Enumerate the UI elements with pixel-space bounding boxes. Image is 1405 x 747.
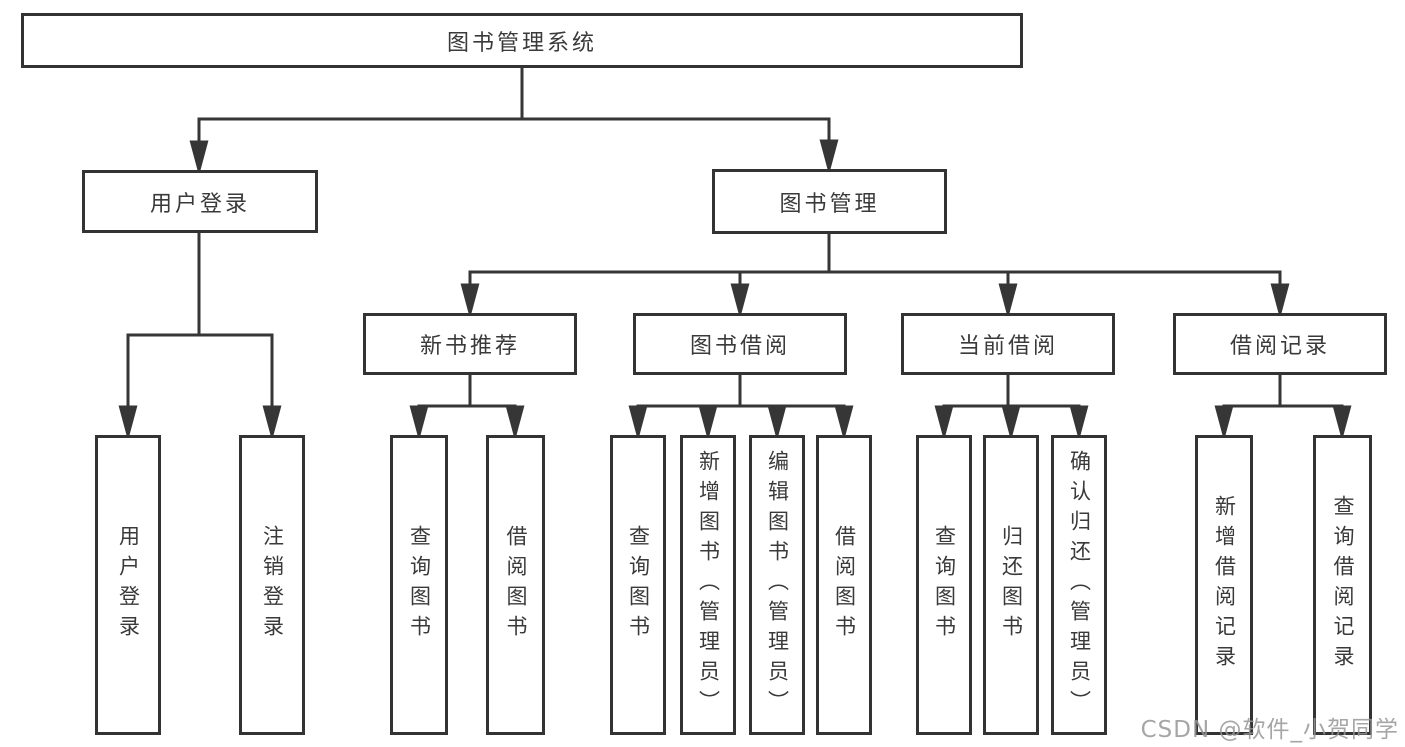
node-label: 图书管理 [779,191,880,217]
node-label: 用户登录 [149,191,250,217]
node-label: 图书借阅 [689,334,790,359]
leaf-label: 确认归还（管理员） [1067,450,1092,720]
leaf-cb-query-books: 查询图书 [916,435,972,735]
leaf-label: 新增图书（管理员） [696,450,721,720]
leaf-bb-query-books: 查询图书 [610,435,666,735]
node-label: 图书管理系统 [446,30,597,56]
leaf-label: 编辑图书（管理员） [765,450,790,720]
leaf-label: 用户登录 [116,525,141,645]
leaf-label: 借阅图书 [504,525,528,645]
node-library-management-system: 图书管理系统 [21,13,1023,68]
csdn-watermark: CSDN @软件_小贺同学 [1140,717,1399,743]
leaf-label: 查询借阅记录 [1331,495,1355,675]
node-current-borrowing: 当前借阅 [901,313,1115,375]
leaf-bb-add-books-admin: 新增图书（管理员） [680,435,736,735]
leaf-logout: 注销登录 [239,435,305,735]
node-label: 当前借阅 [957,334,1058,359]
leaf-label: 归还图书 [999,525,1024,645]
leaf-label: 查询图书 [407,525,432,645]
node-new-book-recommend: 新书推荐 [363,313,577,375]
node-label: 借阅记录 [1229,334,1330,359]
leaf-label: 查询图书 [932,525,957,645]
leaf-nbr-query-books: 查询图书 [390,435,448,735]
node-book-borrowing: 图书借阅 [633,313,847,375]
leaf-br-add-borrow-record: 新增借阅记录 [1195,435,1253,735]
leaf-label: 借阅图书 [832,525,857,645]
node-user-login: 用户登录 [82,170,318,233]
leaf-bb-borrow-books: 借阅图书 [816,435,872,735]
node-borrowing-records: 借阅记录 [1173,313,1387,375]
node-label: 新书推荐 [419,334,520,359]
leaf-label: 新增借阅记录 [1212,495,1237,675]
leaf-cb-confirm-return-admin: 确认归还（管理员） [1051,435,1107,735]
node-book-management: 图书管理 [712,169,947,234]
leaf-cb-return-books: 归还图书 [983,435,1039,735]
leaf-nbr-borrow-books: 借阅图书 [486,435,545,735]
leaf-br-query-borrow-record: 查询借阅记录 [1313,435,1372,735]
leaf-user-login: 用户登录 [95,435,161,735]
leaf-bb-edit-books-admin: 编辑图书（管理员） [749,435,805,735]
leaf-label: 注销登录 [260,525,285,645]
leaf-label: 查询图书 [626,525,651,645]
